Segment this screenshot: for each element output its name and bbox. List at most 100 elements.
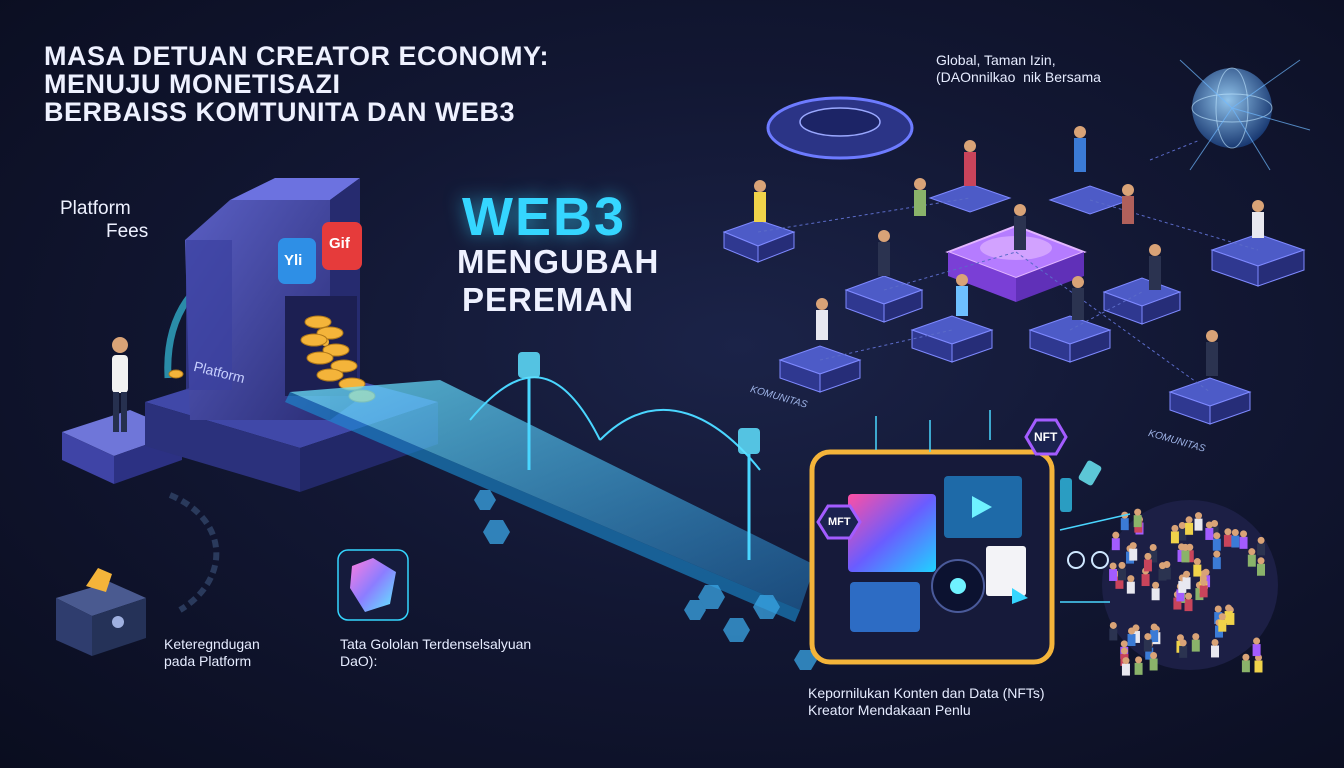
crowd-person-head (1135, 656, 1143, 664)
crowd-person-body (1212, 538, 1221, 551)
crowd-person-body (1126, 581, 1135, 594)
crowd-person-body (1111, 538, 1120, 551)
crowd-person-head (1150, 623, 1158, 631)
flow-arrows (875, 410, 1131, 603)
dao-line-1: Tata Gololan Terdenselsalyuan (340, 636, 532, 652)
crowd-person-head (1120, 640, 1128, 648)
main-title: MASA DETUAN CREATOR ECONOMY: MENUJU MONE… (44, 42, 549, 126)
crowd-person-head (1128, 627, 1136, 635)
ownership-label: Kepornilukan Konten dan Data (NFTs) Krea… (808, 685, 1045, 719)
nft-artwork-1 (848, 494, 936, 572)
crowd-person-body (1133, 515, 1142, 528)
dao-crystal-icon (337, 549, 409, 621)
dao-label: Tata Gololan Terdenselsalyuan DaO): (340, 636, 531, 670)
crowd-person-body (1185, 522, 1194, 535)
crowd-person-body (1141, 574, 1150, 587)
crowd-person-body (1127, 633, 1136, 646)
nft-badge-left: MFT (828, 516, 851, 528)
logo-tile-blue (278, 238, 316, 284)
crowd-person-head (1185, 516, 1193, 524)
crowd-person-head (1240, 530, 1248, 538)
crowd-person-body (1143, 639, 1152, 652)
global-line-1: Global, Taman Izin, (936, 52, 1056, 68)
crowd-person-body (1143, 559, 1152, 572)
crowd-person-body (1170, 531, 1179, 544)
crowd-person-body (1241, 660, 1250, 673)
crowd-illustration (1102, 500, 1278, 676)
play-icon (972, 496, 992, 518)
crowd-person-body (1199, 585, 1208, 598)
web3-bridge (285, 352, 817, 670)
crowd-person-body (1184, 599, 1193, 612)
crowd-person-body (1179, 645, 1188, 658)
crowd-person-head (1202, 568, 1210, 576)
crowd-person-body (1254, 660, 1263, 673)
crowd-person-head (1213, 532, 1221, 540)
crowd-person-head (1200, 578, 1208, 586)
crowd-person-head (1171, 524, 1179, 532)
crowd-person-head (1218, 613, 1226, 621)
crowd-person-head (1179, 639, 1187, 647)
crowd-person-head (1152, 581, 1160, 589)
crowd-person-head (1231, 528, 1239, 536)
creator-figures (754, 126, 1264, 376)
web3-subline-2: PEREMAN (462, 281, 635, 318)
crowd-person-head (1122, 657, 1130, 665)
crowd-person-body (1214, 612, 1223, 625)
crowd-person-body (1158, 568, 1167, 581)
crowd-person-head (1134, 508, 1142, 516)
nft-badge-top: NFT (1034, 430, 1058, 444)
crowd-person-body (1162, 567, 1171, 580)
logo-tile-red (322, 222, 362, 270)
crowd-person-head (1214, 605, 1222, 613)
crowd-person-body (1178, 528, 1187, 541)
crowd-person-body (1149, 658, 1158, 671)
chain-icon (168, 492, 220, 613)
crowd-person-body (1150, 629, 1159, 642)
crowd-person-head (1127, 575, 1135, 583)
crowd-person-body (1257, 563, 1266, 576)
web3-headline: WEB3 (462, 187, 627, 247)
crowd-person-body (1211, 645, 1220, 658)
crowd-person-head (1195, 512, 1203, 520)
crowd-person-body (1231, 535, 1240, 548)
crowd-person-head (1193, 558, 1201, 566)
global-label: Global, Taman Izin, (DAOnnilkao nik Bers… (936, 52, 1101, 86)
crowd-person-body (1210, 526, 1219, 539)
crowd-person-body (1252, 644, 1261, 657)
crowd-person-head (1109, 562, 1117, 570)
logo-text-1: Yli (284, 252, 303, 269)
crowd-person-head (1185, 592, 1193, 600)
crowd-person-head (1242, 653, 1250, 661)
dependence-line-1: Keteregndugan (164, 636, 260, 652)
ownership-line-1: Kepornilukan Konten dan Data (NFTs) (808, 685, 1045, 701)
crowd-person-head (1112, 531, 1120, 539)
crowd-person-body (1121, 663, 1130, 676)
title-line-1: MASA DETUAN CREATOR ECONOMY: (44, 41, 549, 71)
crowd-person-head (1253, 637, 1261, 645)
crowd-person-body (1247, 554, 1256, 567)
title-line-2: MENUJU MONETISAZI (44, 69, 341, 99)
nft-artwork-2 (850, 582, 920, 632)
crowd-person-body (1109, 628, 1118, 641)
crowd-person-head (1129, 542, 1137, 550)
crowd-person-body (1182, 577, 1191, 590)
crowd-person-body (1195, 588, 1204, 601)
crowd-person-body (1193, 564, 1202, 577)
crowd-person-head (1178, 522, 1186, 530)
crowd-person-body (1185, 550, 1194, 563)
crowd-person-head (1120, 647, 1128, 655)
community-network (722, 96, 1306, 425)
crowd-person-head (1257, 536, 1265, 544)
crowd-person-body (1212, 557, 1221, 570)
global-line-2: (DAOnnilkao nik Bersama (936, 69, 1101, 85)
crowd-person-head (1181, 543, 1189, 551)
crowd-person-head (1211, 638, 1219, 646)
crowd-person-head (1257, 557, 1265, 565)
nft-tablet (809, 418, 1102, 665)
crowd-person-body (1257, 543, 1266, 556)
platform-fees-label-1: Platform (60, 198, 131, 219)
crowd-person-body (1145, 647, 1154, 660)
link-rings-icon (1067, 551, 1109, 569)
